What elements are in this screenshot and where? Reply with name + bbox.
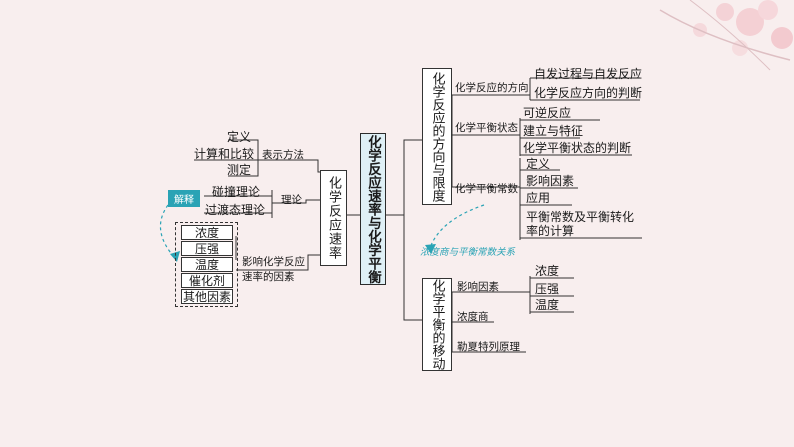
shift-factor-concentration: 浓度 [535, 264, 559, 278]
representation-label: 表示方法 [262, 148, 304, 162]
theory-item-collision: 碰撞理论 [212, 185, 260, 199]
representation-item-definition: 定义 [227, 130, 251, 144]
direction-label: 化学反应的方向 [455, 81, 529, 95]
direction-branch-title: 化学反应的方向与限度 [428, 72, 447, 202]
shift-factor-temperature: 温度 [535, 298, 559, 312]
factor-catalyst: 催化剂 [181, 273, 233, 288]
direction-item-spontaneous: 自发过程与自发反应 [534, 67, 642, 81]
equilibrium-state-label: 化学平衡状态 [455, 121, 518, 135]
equilibrium-constant-label: 化学平衡常数 [455, 182, 518, 196]
shift-factors-label: 影响因素 [457, 280, 499, 294]
center-title: 化学反应速率与化学平衡 [363, 135, 383, 284]
rate-branch-title: 化学反应速率 [324, 176, 343, 260]
explain-tag: 解释 [168, 190, 200, 207]
equilibrium-constant-calc-line2: 率的计算 [526, 224, 574, 238]
representation-item-calc: 计算和比较 [194, 147, 254, 161]
equilibrium-constant-item-definition: 定义 [526, 157, 550, 171]
quotient-constant-note: 浓度商与平衡常数关系 [420, 246, 515, 260]
shift-branch-title: 化学平衡的移动 [428, 279, 447, 370]
rate-branch-box: 化学反应速率 [320, 170, 347, 266]
equilibrium-state-item-establish: 建立与特征 [523, 124, 583, 138]
equilibrium-constant-calc-line1: 平衡常数及平衡转化 [526, 210, 634, 224]
factor-temperature: 温度 [181, 257, 233, 272]
shift-principle: 勒夏特列原理 [457, 340, 520, 354]
direction-item-judgement: 化学反应方向的判断 [534, 86, 642, 100]
equilibrium-state-item-reversible: 可逆反应 [523, 106, 571, 120]
shift-branch-box: 化学平衡的移动 [422, 278, 452, 371]
equilibrium-state-item-judgement: 化学平衡状态的判断 [523, 141, 631, 155]
shift-factor-pressure: 压强 [535, 282, 559, 296]
factors-label-line1: 影响化学反应 [242, 255, 305, 269]
factor-pressure: 压强 [181, 241, 233, 256]
factors-label-line2: 速率的因素 [242, 270, 295, 284]
equilibrium-constant-item-application: 应用 [526, 191, 550, 205]
factor-other: 其他因素 [181, 289, 233, 304]
equilibrium-constant-item-factors: 影响因素 [526, 174, 574, 188]
direction-branch-box: 化学反应的方向与限度 [422, 68, 452, 205]
shift-quotient: 浓度商 [457, 310, 489, 324]
factor-concentration: 浓度 [181, 225, 233, 240]
explain-tag-label: 解释 [174, 191, 194, 206]
theory-item-transition: 过渡态理论 [205, 203, 265, 217]
center-title-box: 化学反应速率与化学平衡 [360, 133, 386, 285]
representation-item-measure: 测定 [227, 163, 251, 177]
theory-label: 理论 [281, 193, 302, 207]
